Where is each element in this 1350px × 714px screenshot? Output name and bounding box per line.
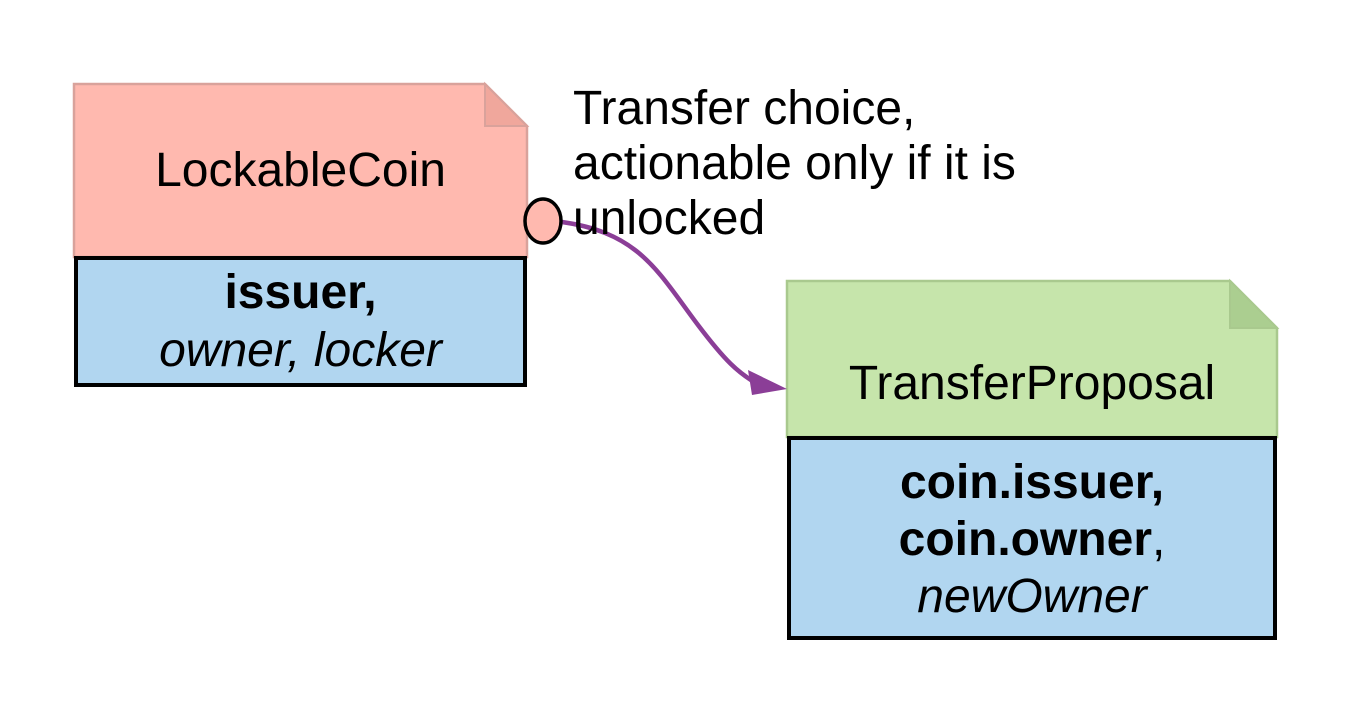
choice-arrow-curve bbox=[561, 219, 756, 384]
transfer-proposal-fields: coin.issuer, coin.owner, newOwner bbox=[787, 438, 1277, 640]
transfer-proposal-field-3: newOwner bbox=[917, 569, 1147, 623]
transfer-proposal-field-2-bold: coin.owner bbox=[898, 512, 1152, 566]
lockable-coin-fold-icon bbox=[484, 81, 530, 127]
lockable-coin-body-shape bbox=[74, 256, 527, 387]
choice-annotation-line-3: unlocked bbox=[573, 192, 766, 245]
choice-arrowhead-icon bbox=[748, 370, 787, 395]
lockable-coin-observers: owner, locker bbox=[159, 324, 442, 377]
choice-annotation-line-1: Transfer choice, bbox=[573, 82, 916, 135]
transfer-proposal-body-shape bbox=[787, 436, 1277, 640]
transfer-proposal-fold-icon bbox=[1229, 278, 1280, 329]
choice-annotation: Transfer choice, actionable only if it i… bbox=[573, 81, 1043, 246]
choice-annotation-line-2: actionable only if it is bbox=[573, 137, 1016, 190]
transfer-proposal-field-2: coin.owner, bbox=[899, 511, 1166, 568]
transfer-proposal-header-shape bbox=[785, 279, 1279, 439]
transfer-proposal-title: TransferProposal bbox=[848, 357, 1216, 410]
lockable-coin-fields: issuer, owner, locker bbox=[74, 257, 527, 387]
lockable-coin-title: LockableCoin bbox=[155, 144, 446, 197]
lockable-coin-signatory: issuer, bbox=[224, 266, 377, 319]
lockable-coin-header-shape bbox=[72, 82, 529, 259]
transfer-proposal-field-1: coin.issuer, bbox=[899, 455, 1165, 509]
choice-circle-icon bbox=[523, 197, 563, 245]
transfer-proposal-field-2-comma: , bbox=[1152, 512, 1166, 566]
